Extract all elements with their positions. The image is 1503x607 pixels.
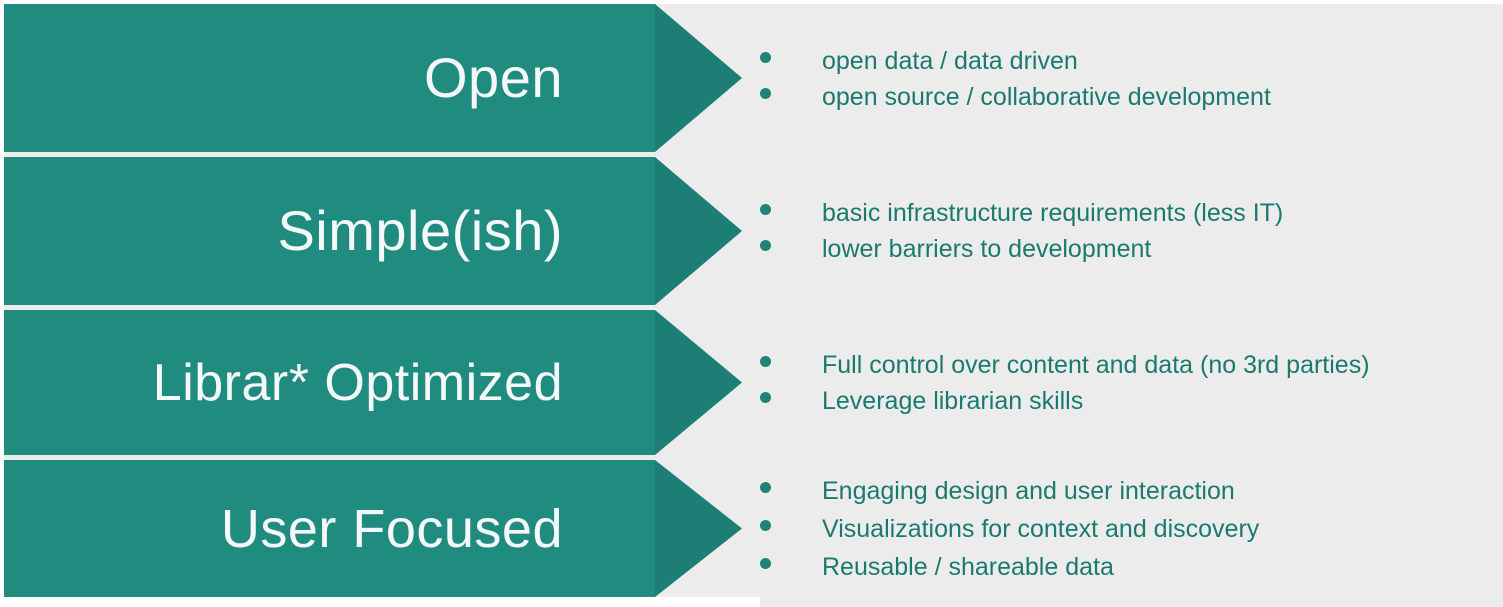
chevron-arrow-icon <box>655 310 742 455</box>
bullet-list: Full control over content and data (no 3… <box>760 310 1500 455</box>
bullet-list: Engaging design and user interaction Vis… <box>760 460 1500 597</box>
chevron-shape: Librar* Optimized <box>4 310 742 455</box>
list-item-label: basic infrastructure requirements (less … <box>822 199 1284 227</box>
list-item-label: open data / data driven <box>822 47 1078 75</box>
list-item-label: lower barriers to development <box>822 235 1152 263</box>
slide-top-margin <box>0 0 1503 4</box>
list-item: lower barriers to development <box>760 231 1500 267</box>
list-item-label: Leverage librarian skills <box>822 386 1084 415</box>
chevron-row-simpleish: Simple(ish) basic infrastructure require… <box>0 157 1503 305</box>
chevron-body <box>4 4 655 152</box>
chevron-body <box>4 310 655 455</box>
bullet-list: basic infrastructure requirements (less … <box>760 157 1500 305</box>
bullet-dot-icon <box>760 88 771 99</box>
bullet-dot-icon <box>760 240 771 251</box>
bullet-dot-icon <box>760 355 771 367</box>
chevron-body <box>4 460 655 597</box>
list-item: Engaging design and user interaction <box>760 472 1500 510</box>
list-item-label: Engaging design and user interaction <box>822 476 1235 505</box>
chevron-shape: User Focused <box>4 460 742 597</box>
list-item-label: Reusable / shareable data <box>822 552 1114 581</box>
bullet-dot-icon <box>760 204 771 215</box>
chevron-label: Librar* Optimized <box>152 353 563 412</box>
list-item: Full control over content and data (no 3… <box>760 347 1500 383</box>
chevron-arrow-icon <box>655 4 742 152</box>
bullet-dot-icon <box>760 519 771 531</box>
list-item-label: open source / collaborative development <box>822 83 1271 111</box>
bullet-dot-icon <box>760 481 771 493</box>
list-item: Reusable / shareable data <box>760 548 1500 586</box>
chevron-shape: Open <box>4 4 742 152</box>
chevron-shape: Simple(ish) <box>4 157 742 305</box>
chevron-row-user-focused: User Focused Engaging design and user in… <box>0 460 1503 597</box>
slide-left-margin <box>0 0 4 607</box>
bullet-dot-icon <box>760 52 771 63</box>
slide-bottom-margin <box>0 597 760 607</box>
chevron-row-librar-optimized: Librar* Optimized Full control over cont… <box>0 310 1503 455</box>
list-item: basic infrastructure requirements (less … <box>760 195 1500 231</box>
list-item: Leverage librarian skills <box>760 383 1500 419</box>
bullet-list: open data / data driven open source / co… <box>760 4 1500 152</box>
chevron-label: Simple(ish) <box>277 199 563 262</box>
chevron-arrow-icon <box>655 460 742 597</box>
chevron-label: Open <box>424 46 563 109</box>
list-item-label: Full control over content and data (no 3… <box>822 350 1370 379</box>
bullet-dot-icon <box>760 557 771 569</box>
chevron-body <box>4 157 655 305</box>
chevron-arrow-icon <box>655 157 742 305</box>
list-item: open data / data driven <box>760 43 1500 79</box>
list-item-label: Visualizations for context and discovery <box>822 514 1260 543</box>
chevron-row-open: Open open data / data driven open source… <box>0 4 1503 152</box>
chevron-label: User Focused <box>220 498 563 559</box>
list-item: Visualizations for context and discovery <box>760 510 1500 548</box>
bullet-dot-icon <box>760 391 771 403</box>
list-item: open source / collaborative development <box>760 79 1500 115</box>
